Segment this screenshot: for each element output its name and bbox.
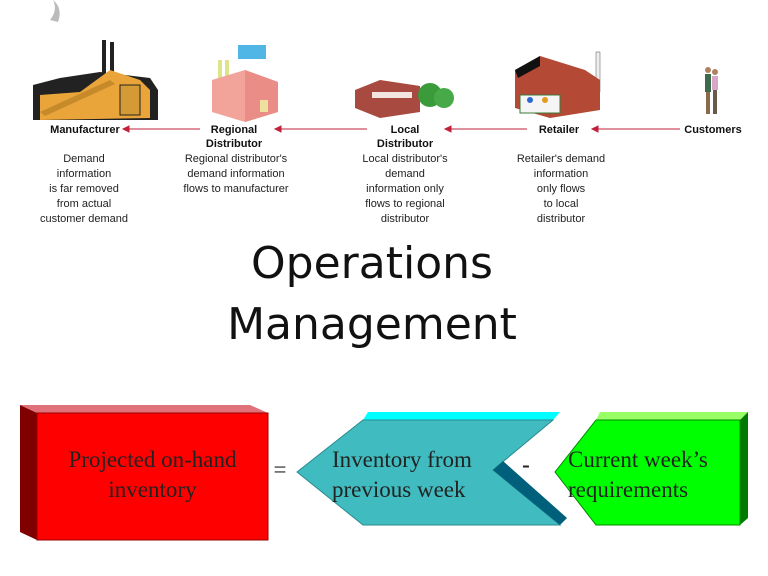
- stage-description-retailer: Retailer's demand information only flows…: [516, 153, 606, 225]
- box-text-line: requirements: [568, 477, 689, 502]
- arrowhead: [590, 125, 599, 133]
- box-text-line: Projected on-hand: [68, 447, 237, 472]
- stage-label-local-distributor: Local Distributor: [376, 124, 434, 150]
- stage-label-manufacturer: Manufacturer: [50, 124, 120, 136]
- arrowhead: [443, 125, 452, 133]
- people-icon: [705, 67, 718, 114]
- page-title-line1: Operations: [251, 238, 493, 289]
- box-text-line: Current week’s: [568, 447, 708, 472]
- stage-label-retailer: Retailer: [538, 124, 580, 136]
- warehouse-icon: [212, 45, 278, 122]
- previous-week-text: Inventory from previous week: [322, 445, 512, 505]
- previous-week-chevron: [296, 412, 567, 526]
- box-text-line: inventory: [108, 477, 197, 502]
- page-title-line2: Management: [227, 299, 517, 350]
- current-week-chevron: [554, 412, 748, 526]
- office-building-icon: [355, 80, 454, 118]
- equals-sign: =: [273, 457, 287, 482]
- box-text-line: previous week: [332, 477, 466, 502]
- store-icon: [515, 51, 601, 118]
- stage-description-local-distributor: Local distributor's demand information o…: [362, 153, 448, 225]
- stage-description-regional-distributor: Regional distributor's demand informatio…: [183, 153, 289, 195]
- stage-description-manufacturer: Demand information is far removed from a…: [39, 153, 129, 225]
- arrowhead: [273, 125, 282, 133]
- minus-sign: -: [522, 452, 530, 477]
- box-text-line: Inventory from: [332, 447, 472, 472]
- stage-label-customers: Customers: [684, 124, 742, 136]
- projected-inventory-text: Projected on-hand inventory: [37, 445, 268, 505]
- stage-label-regional-distributor: Regional Distributor: [205, 124, 263, 150]
- current-week-text: Current week’s requirements: [568, 445, 738, 505]
- projected-inventory-box: [20, 405, 269, 541]
- arrowhead: [121, 125, 130, 133]
- factory-icon: [33, 0, 158, 120]
